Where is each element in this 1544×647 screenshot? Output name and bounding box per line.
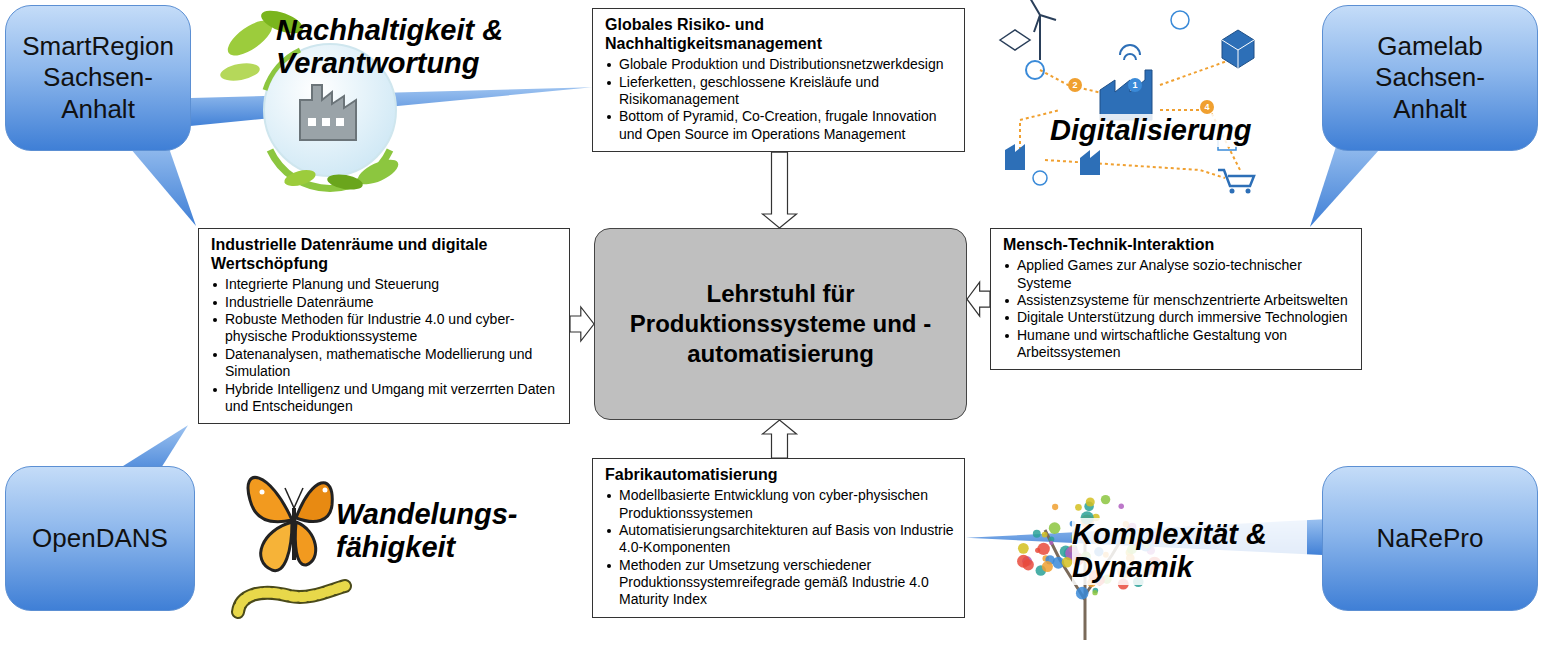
project-name: SmartRegion Sachsen-Anhalt: [22, 31, 174, 125]
bullet-item: Assistenzsysteme für menschzentrierte Ar…: [1003, 292, 1351, 309]
bullet-item: Humane und wirtschaftliche Gestaltung vo…: [1003, 327, 1351, 362]
bullet-dot: [213, 301, 217, 305]
bullet-item: Digitale Unterstützung durch immersive T…: [1003, 309, 1351, 326]
bullet-dot: [1005, 334, 1009, 338]
theme-label: Wandelungs- fähigkeit: [336, 498, 526, 565]
bullet-dot: [607, 115, 611, 119]
project-callout: OpenDANS: [5, 466, 195, 611]
project-callout: NaRePro: [1322, 466, 1538, 611]
bullet-dot: [607, 529, 611, 533]
bullet-dot: [1005, 299, 1009, 303]
butterfly-illustration: [238, 477, 345, 612]
block-arrow: [763, 420, 797, 458]
theme-label: Nachhaltigkeit & Verantwortung: [276, 14, 566, 81]
tree-dot: [1086, 497, 1095, 506]
chair-title: Lehrstuhl für Produktionssysteme und -au…: [613, 279, 948, 369]
tree-dot: [1092, 590, 1097, 595]
bullet-item: Lieferketten, geschlossene Kreisläufe un…: [605, 74, 954, 109]
box-heading: Fabrikautomatisierung: [605, 465, 954, 484]
bullet-item: Hybride Intelligenz und Umgang mit verze…: [211, 381, 559, 416]
topic-box: Mensch-Technik-InteraktionApplied Games …: [990, 228, 1362, 370]
tree-dot: [1042, 532, 1048, 538]
bullet-item: Automatisierungsarchitekturen auf Basis …: [605, 522, 954, 557]
project-name: OpenDANS: [32, 523, 168, 554]
bullet-dot: [213, 283, 217, 287]
tree-dot: [1062, 557, 1073, 568]
box-heading: Globales Risiko- und Nachhaltigkeitsmana…: [605, 15, 954, 53]
callout-number: 2: [1068, 78, 1082, 92]
tree-dot: [1042, 561, 1053, 572]
project-callout: SmartRegion Sachsen-Anhalt: [5, 5, 191, 151]
bullet-dot: [607, 63, 611, 67]
tree-dot: [1076, 587, 1089, 600]
tree-dot: [1052, 504, 1058, 510]
project-name: Gamelab Sachsen-Anhalt: [1343, 31, 1517, 125]
tree-dot: [1023, 559, 1034, 570]
bullet-item: Industrielle Datenräume: [211, 294, 559, 311]
tree-dot: [1075, 504, 1082, 511]
box-heading: Industrielle Datenräume und digitale Wer…: [211, 235, 559, 273]
tree-dot: [1049, 522, 1061, 534]
bullet-dot: [213, 388, 217, 392]
tree-dot: [1101, 495, 1110, 504]
callout-number: 1: [1128, 78, 1142, 92]
box-heading: Mensch-Technik-Interaktion: [1003, 235, 1351, 254]
bullet-item: Integrierte Planung und Steuerung: [211, 276, 559, 293]
chair-box: Lehrstuhl für Produktionssysteme und -au…: [594, 228, 967, 420]
block-arrow: [763, 152, 797, 228]
topic-box: Globales Risiko- und Nachhaltigkeitsmana…: [592, 8, 965, 152]
bullet-dot: [213, 353, 217, 357]
bullet-dot: [1005, 316, 1009, 320]
topic-box: FabrikautomatisierungModellbasierte Entw…: [592, 458, 965, 618]
theme-label: Komplexität & Dynamik: [1072, 518, 1307, 585]
tree-dot: [1037, 543, 1049, 555]
tree-dot: [1118, 504, 1123, 509]
bullet-item: Modellbasierte Entwicklung von cyber-phy…: [605, 487, 954, 522]
digitalisation-illustration: [1000, 0, 1254, 194]
bullet-dot: [607, 81, 611, 85]
bullet-item: Robuste Methoden für Industrie 4.0 und c…: [211, 311, 559, 346]
project-callout: Gamelab Sachsen-Anhalt: [1322, 5, 1538, 151]
tree-dot: [1018, 543, 1029, 554]
block-arrow: [967, 282, 990, 316]
bullet-item: Globale Produktion und Distributionsnetz…: [605, 56, 954, 73]
bullet-item: Bottom of Pyramid, Co-Creation, frugale …: [605, 108, 954, 143]
bullet-dot: [213, 318, 217, 322]
callout-number: 4: [1200, 100, 1214, 114]
project-name: NaRePro: [1377, 523, 1484, 554]
theme-label: Digitalisierung: [1050, 114, 1290, 147]
bullet-dot: [607, 494, 611, 498]
topic-box: Industrielle Datenräume und digitale Wer…: [198, 228, 570, 424]
tree-dot: [1033, 530, 1041, 538]
bullet-dot: [1005, 264, 1009, 268]
tree-dot: [1049, 541, 1053, 545]
bullet-item: Datenanalysen, mathematische Modellierun…: [211, 346, 559, 381]
bullet-dot: [607, 564, 611, 568]
block-arrow: [570, 307, 594, 341]
bullet-item: Methoden zur Umsetzung verschiedener Pro…: [605, 557, 954, 609]
bullet-item: Applied Games zur Analyse sozio-technisc…: [1003, 257, 1351, 292]
